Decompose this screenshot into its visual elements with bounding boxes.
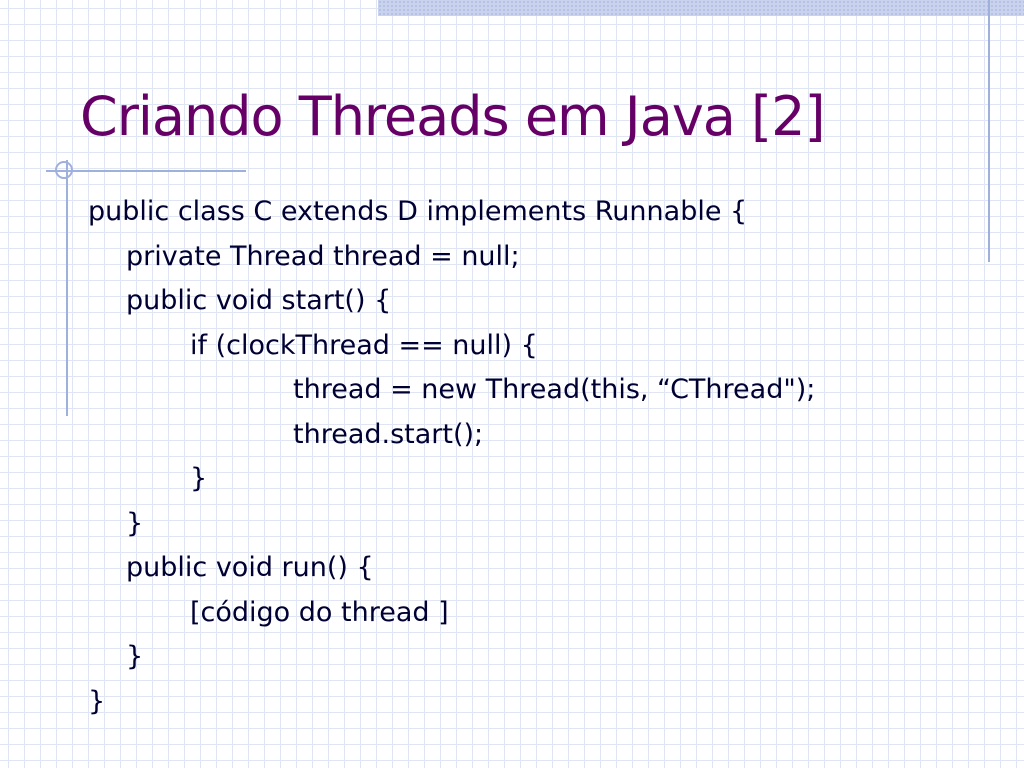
slide-title: Criando Threads em Java [2] [80,85,826,148]
title-underline-rule [46,170,246,172]
code-block: public class C extends D implements Runn… [88,190,988,724]
circle-ornament-icon [55,161,73,179]
code-line: public class C extends D implements Runn… [88,196,748,227]
code-line: } [88,685,106,717]
code-line: thread.start(); [293,418,484,450]
vertical-rule-left [66,160,68,416]
code-line: public void start() { [126,285,392,316]
code-line: [código do thread ] [190,596,449,628]
vertical-rule-right [988,0,990,262]
code-line: thread = new Thread(this, “CThread"); [293,374,816,405]
code-line: private Thread thread = null; [126,240,520,272]
code-line: } [190,463,208,494]
header-decoration-band [378,0,1024,16]
code-line: } [126,641,144,672]
code-line: if (clockThread == null) { [190,329,538,361]
code-line: } [126,507,144,539]
code-line: public void run() { [126,552,374,583]
